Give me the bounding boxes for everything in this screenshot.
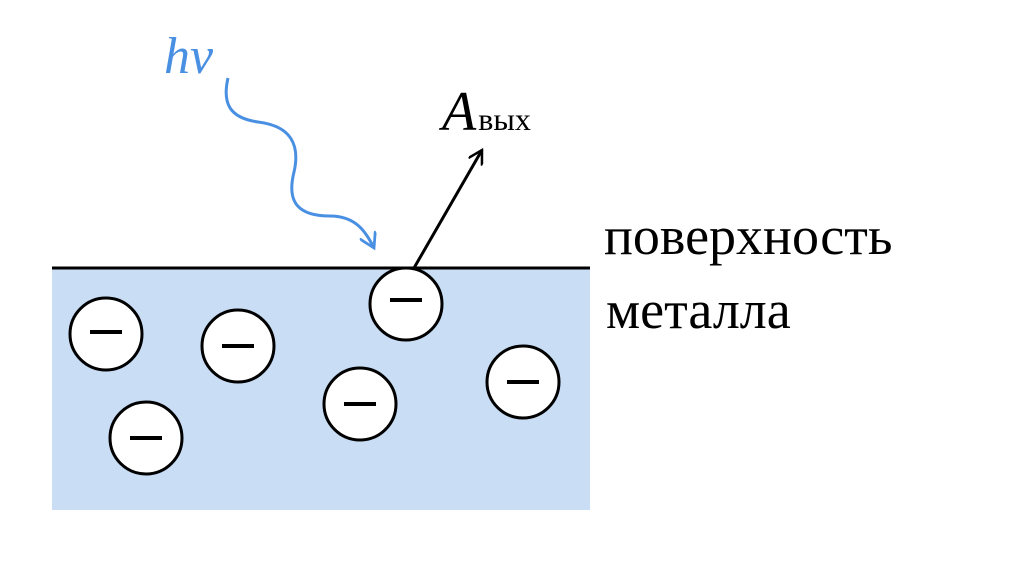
work-function-symbol: A [438, 81, 477, 143]
electron [200, 308, 276, 384]
work-function-subscript: вых [478, 101, 531, 137]
photon-label-nu: ν [190, 28, 214, 85]
surface-label-line1: поверхность [604, 206, 892, 266]
electron [368, 266, 444, 342]
electron [485, 344, 561, 420]
photon-label: hν [164, 28, 214, 85]
work-function-label: Aвых [438, 81, 531, 143]
photon-label-h: h [164, 28, 190, 85]
surface-label-line2: металла [606, 280, 791, 340]
electron [108, 400, 184, 476]
photon-wave-arrow [224, 77, 374, 248]
emission-arrow [412, 150, 484, 269]
electron [322, 366, 398, 442]
electron [68, 296, 144, 372]
